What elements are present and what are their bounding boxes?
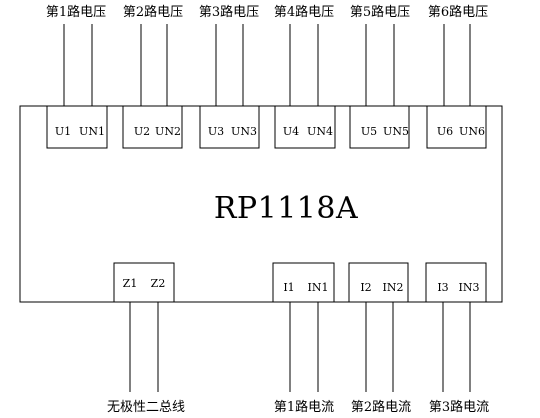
terminal-u5: U5: [361, 125, 377, 138]
terminal-in1: IN1: [308, 281, 329, 294]
terminal-un1: UN1: [79, 125, 105, 138]
terminal-i3: I3: [437, 281, 448, 294]
bus-label: 无极性二总线: [107, 400, 185, 415]
terminal-un4: UN4: [307, 125, 333, 138]
current-terminal-block-3: [425, 262, 487, 303]
voltage-terminal-block-5: [349, 105, 410, 149]
terminal-un6: UN6: [459, 125, 485, 138]
terminal-un3: UN3: [231, 125, 257, 138]
terminal-u6: U6: [437, 125, 453, 138]
terminal-u3: U3: [208, 125, 224, 138]
current-input-2-label: 第2路电流: [351, 399, 411, 415]
terminal-u1: U1: [55, 125, 71, 138]
voltage-terminal-block-4: [274, 105, 336, 149]
voltage-input-1-label: 第1路电压: [46, 4, 106, 20]
terminal-un2: UN2: [155, 125, 181, 138]
terminal-un5: UN5: [383, 125, 409, 138]
current-input-1-label: 第1路电流: [274, 399, 334, 415]
voltage-terminal-block-3: [199, 105, 260, 149]
voltage-terminal-block-2: [122, 105, 183, 149]
current-input-3-label: 第3路电流: [429, 399, 489, 415]
terminal-z1: Z1: [123, 277, 138, 290]
terminal-u4: U4: [283, 125, 299, 138]
terminal-in2: IN2: [383, 281, 404, 294]
voltage-input-3-label: 第3路电压: [199, 4, 259, 20]
bus-terminal-block: [113, 262, 175, 303]
voltage-input-5-label: 第5路电压: [350, 4, 410, 20]
voltage-input-4-label: 第4路电压: [274, 4, 334, 20]
terminal-z2: Z2: [151, 277, 166, 290]
terminal-i2: I2: [360, 281, 371, 294]
voltage-input-6-label: 第6路电压: [428, 4, 488, 20]
device-model: RP1118A: [214, 191, 358, 226]
voltage-input-2-label: 第2路电压: [123, 4, 183, 20]
voltage-terminal-block-1: [46, 105, 108, 149]
current-terminal-block-2: [348, 262, 409, 303]
voltage-terminal-block-6: [426, 105, 487, 149]
terminal-in3: IN3: [459, 281, 480, 294]
current-terminal-block-1: [272, 262, 335, 303]
terminal-i1: I1: [283, 281, 294, 294]
terminal-u2: U2: [134, 125, 150, 138]
